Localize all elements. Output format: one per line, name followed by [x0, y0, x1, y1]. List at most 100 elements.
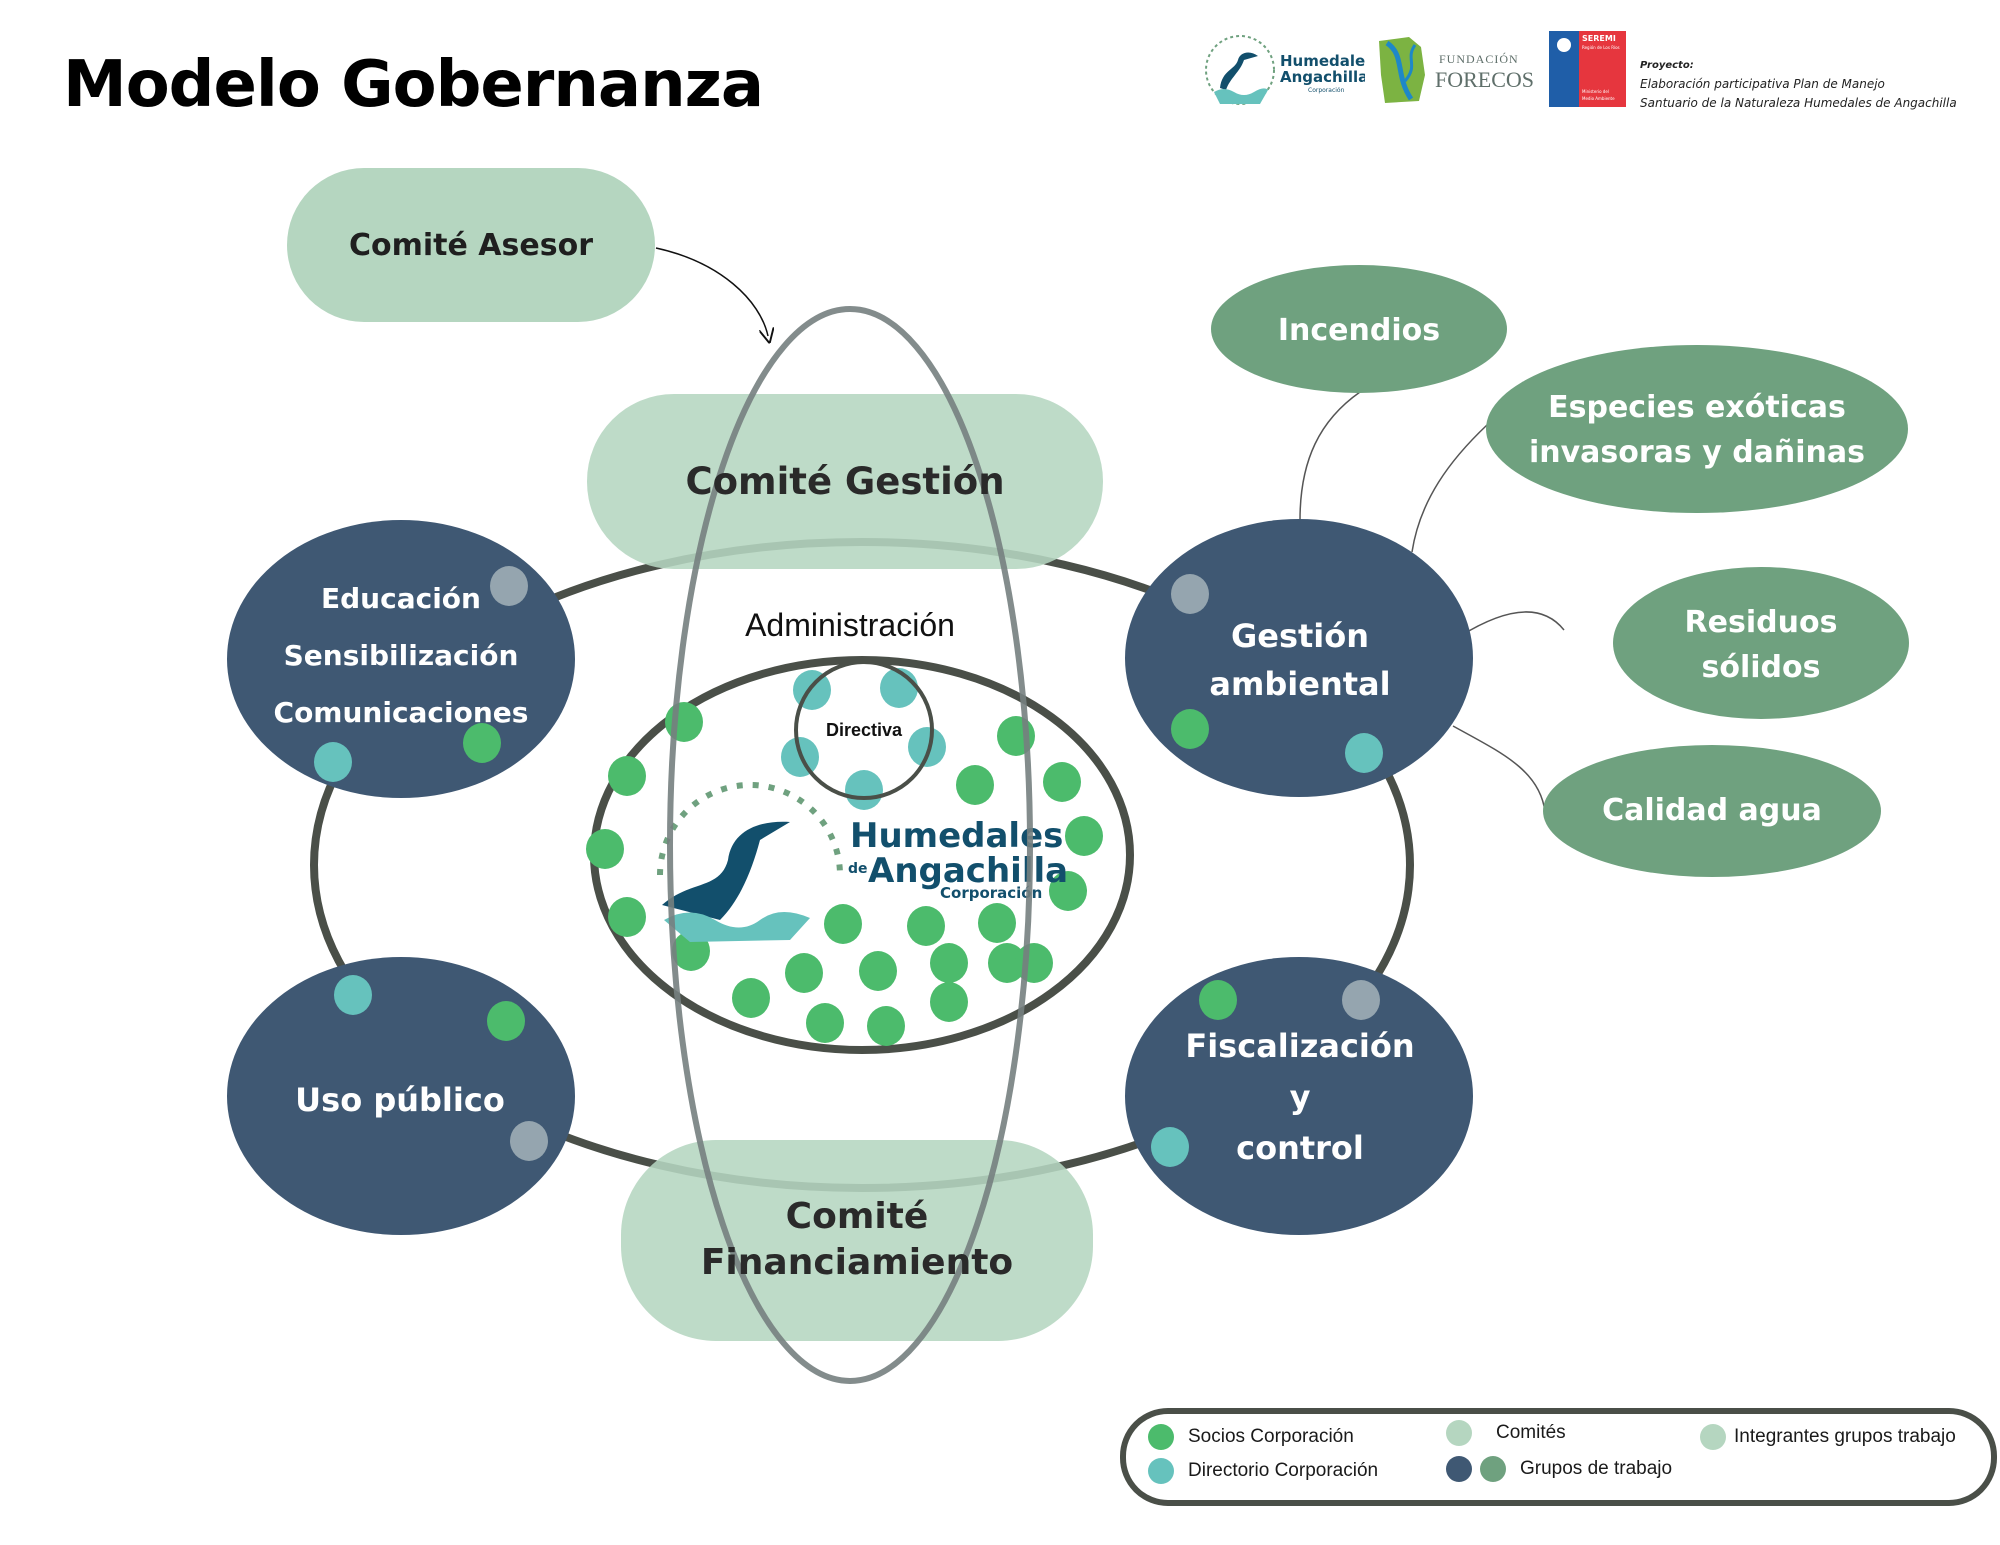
socio-dot: [1065, 816, 1103, 856]
legend-grupos-label: Grupos de trabajo: [1520, 1458, 1673, 1479]
comite-gestion-label: Comité Gestión: [587, 394, 1103, 569]
especies-line2: invasoras y dañinas: [1528, 435, 1866, 470]
socio-dot: [785, 953, 823, 993]
socio-dot: [806, 1003, 844, 1043]
uso-publico-label: Uso público: [240, 1070, 560, 1130]
especies-label: Especies exóticas invasoras y dañinas: [1486, 380, 1908, 480]
incendios-label: Incendios: [1211, 300, 1507, 360]
socio-dot: [1015, 943, 1053, 983]
socio-dot: [824, 904, 862, 944]
grupos-dark-dot-icon: [1446, 1456, 1472, 1482]
socio-dot: [1199, 980, 1237, 1020]
legend-item-directorio: Directorio Corporación: [1148, 1458, 1378, 1484]
socio-dot: [487, 1001, 525, 1041]
humedales-logo-line1: Humedales: [1280, 52, 1365, 70]
group-fiscalizacion: [1125, 957, 1473, 1235]
center-logo-line2: Angachilla: [868, 851, 1068, 891]
project-info: Proyecto: Elaboración participativa Plan…: [1640, 55, 1957, 113]
socio-dot: [586, 829, 624, 869]
directorio-dot: [1345, 733, 1383, 773]
socio-dot: [907, 906, 945, 946]
comite-financiamiento-pill: [621, 1140, 1093, 1341]
socio-dot: [988, 943, 1026, 983]
subgroup-residuos: [1613, 567, 1909, 719]
connector-calidad-agua: [1452, 725, 1546, 813]
socios-dot-icon: [1148, 1424, 1174, 1450]
socio-dot: [1171, 709, 1209, 749]
project-line2: Santuario de la Naturaleza Humedales de …: [1640, 96, 1957, 110]
calidad-agua-label: Calidad agua: [1543, 780, 1881, 840]
seremi-logo: SEREMI Región de Los Ríos Ministerio del…: [1549, 31, 1626, 107]
socio-dot: [930, 943, 968, 983]
residuos-label: Residuos sólidos: [1613, 595, 1909, 695]
subgroup-calidad-agua: [1543, 745, 1881, 877]
administracion-label: Administración: [690, 600, 1010, 650]
especies-line1: Especies exóticas: [1548, 390, 1846, 425]
comite-gestion-text: Comité Gestión: [685, 460, 1005, 503]
integrante-dot: [490, 566, 528, 606]
connector-especies: [1411, 424, 1488, 553]
fiscalizacion-label: Fiscalización y control: [1140, 1022, 1460, 1172]
educacion-line3: Comunicaciones: [273, 695, 529, 729]
integrante-dot: [510, 1121, 548, 1161]
integrante-dot: [1342, 980, 1380, 1020]
socio-dot: [1043, 762, 1081, 802]
seremi-ministry-2: Medio Ambiente: [1582, 96, 1615, 101]
comite-gestion-pill: [587, 394, 1103, 569]
gestion-ambiental-line1: Gestión: [1230, 617, 1370, 655]
socio-dot: [1049, 871, 1087, 911]
legend: Socios Corporación Directorio Corporació…: [1120, 1408, 1997, 1506]
educacion-label: Educación Sensibilización Comunicaciones: [237, 570, 565, 740]
socio-dot: [665, 702, 703, 742]
socio-dot: [859, 951, 897, 991]
directorio-dot: [334, 975, 372, 1015]
legend-socios-label: Socios Corporación: [1188, 1426, 1354, 1447]
humedales-logo: Humedales Angachilla Corporación: [1200, 30, 1374, 110]
comite-financiamiento-line2: Financiamiento: [700, 1242, 1014, 1283]
educacion-line1: Educación: [321, 581, 481, 615]
subgroup-especies: [1486, 345, 1908, 513]
comite-financiamiento-label: Comité Financiamiento: [621, 1180, 1093, 1300]
grupos-green-dot-icon: [1480, 1456, 1506, 1482]
project-label: Proyecto:: [1640, 60, 1694, 71]
administracion-text: Administración: [745, 606, 955, 643]
directorio-dot: [908, 727, 946, 767]
humedales-logo-line2: Angachilla: [1280, 68, 1365, 86]
seremi-region: Región de Los Ríos: [1582, 45, 1620, 50]
legend-comites-label: Comités: [1496, 1422, 1566, 1443]
incendios-text: Incendios: [1277, 312, 1441, 348]
socio-dot: [732, 978, 770, 1018]
comites-dot-icon: [1446, 1420, 1472, 1446]
seremi-title: SEREMI: [1582, 34, 1616, 43]
legend-integrantes-label: Integrantes grupos trabajo: [1734, 1426, 1956, 1447]
gestion-ambiental-line2: ambiental: [1209, 665, 1391, 703]
comite-asesor-label: Comité Asesor: [287, 168, 655, 322]
integrantes-dot-icon: [1700, 1424, 1726, 1450]
comite-asesor-pill: [287, 168, 655, 322]
socio-dot: [463, 723, 501, 763]
socio-dot: [956, 765, 994, 805]
directorio-dot: [845, 770, 883, 810]
forecos-line2: FORECOS: [1435, 67, 1534, 92]
calidad-agua-text: Calidad agua: [1602, 792, 1822, 828]
humedales-logo-sub: Corporación: [1308, 87, 1345, 94]
socio-dot: [867, 1006, 905, 1046]
center-logo-prefix: de: [848, 861, 868, 877]
directiva-text: Directiva: [825, 719, 903, 740]
fiscalizacion-line2: y: [1289, 1077, 1311, 1116]
connector-incendios: [1299, 391, 1361, 521]
socio-dot: [930, 982, 968, 1022]
educacion-line2: Sensibilización: [283, 638, 519, 672]
residuos-line2: sólidos: [1701, 650, 1821, 685]
project-line1: Elaboración participativa Plan de Manejo: [1640, 77, 1885, 91]
uso-publico-text: Uso público: [295, 1081, 505, 1119]
directorio-dot: [314, 742, 352, 782]
socio-dot: [978, 903, 1016, 943]
comite-financiamiento-line1: Comité: [785, 1196, 929, 1237]
directiva-label: Directiva: [796, 716, 932, 744]
socio-dot: [608, 756, 646, 796]
legend-item-comites: Comités: [1446, 1420, 1566, 1446]
residuos-line1: Residuos: [1684, 605, 1838, 640]
integrante-dot: [1171, 574, 1209, 614]
legend-item-integrantes: Integrantes grupos trabajo: [1700, 1424, 1956, 1450]
